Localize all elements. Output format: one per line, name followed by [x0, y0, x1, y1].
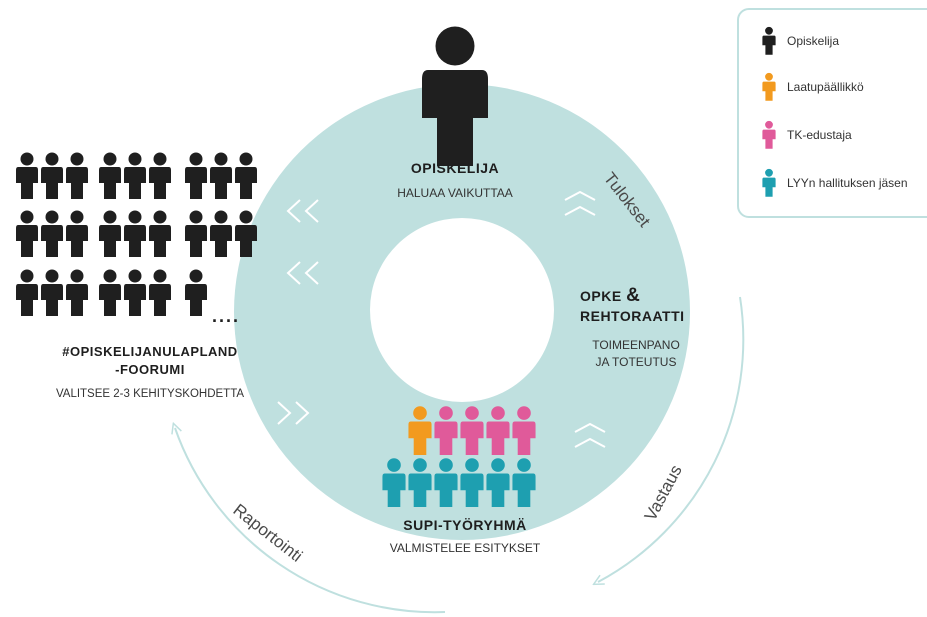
opke-title: OPKE & REHTORAATTI	[580, 286, 720, 326]
opke-subtitle: TOIMEENPANO JA TOTEUTUS	[576, 337, 696, 371]
legend-label: TK-edustaja	[787, 128, 852, 142]
board-member-legend-icon	[762, 168, 776, 197]
legend-label: Opiskelija	[787, 34, 840, 48]
opke-subtitle-line2: JA TOTEUTUS	[595, 355, 677, 369]
opke-title-part2: REHTORAATTI	[580, 308, 685, 324]
rd-representative-legend-icon	[762, 120, 776, 149]
supi-title: SUPI-TYÖRYHMÄ	[403, 517, 527, 533]
legend-label: LYYn hallituksen jäsen	[787, 176, 908, 190]
raportointi-arrow	[175, 428, 446, 614]
center-title-line1: UUSI	[435, 275, 489, 298]
forum-ellipsis: ....	[212, 306, 241, 326]
legend-item-rd-representative: TK-edustaja	[759, 120, 927, 152]
vastaus-label: Vastaus	[641, 462, 686, 524]
student-legend-icon	[762, 26, 776, 55]
legend-item-board-member: LYYn hallituksen jäsen	[759, 168, 927, 200]
forum-title-line1: #OPISKELIJANULAPLAND	[62, 344, 238, 359]
center-title: UUSI VAIKUTTAMISEN VÄYLÄ	[372, 275, 552, 347]
student-subtitle: HALUAA VAIKUTTAA	[397, 186, 513, 200]
legend-label: Laatupäällikkö	[787, 80, 864, 94]
student-title: OPISKELIJA	[410, 160, 500, 176]
center-circle	[370, 218, 554, 402]
opke-title-part1: OPKE	[580, 288, 622, 304]
legend: Opiskelija Laatupäällikkö TK-edustaja LY…	[737, 8, 927, 218]
chevron-arrows	[277, 190, 606, 448]
legend-item-quality-manager: Laatupäällikkö	[759, 72, 927, 104]
center-title-line3: VÄYLÄ	[425, 323, 499, 346]
vastaus-arrow	[598, 296, 745, 582]
legend-item-student: Opiskelija	[759, 26, 927, 58]
forum-title: #OPISKELIJANULAPLAND -FOORUMI	[20, 343, 280, 379]
opke-subtitle-line1: TOIMEENPANO	[592, 338, 680, 352]
forum-subtitle: VALITSEE 2-3 KEHITYSKOHDETTA	[55, 388, 245, 400]
quality-manager-legend-icon	[762, 72, 776, 101]
center-title-line2: VAIKUTTAMISEN	[373, 299, 551, 322]
forum-title-line2: -FOORUMI	[115, 362, 185, 377]
opke-title-amp: &	[626, 285, 641, 306]
supi-subtitle: VALMISTELEE ESITYKSET	[389, 541, 541, 555]
forum-crowd	[16, 152, 257, 316]
